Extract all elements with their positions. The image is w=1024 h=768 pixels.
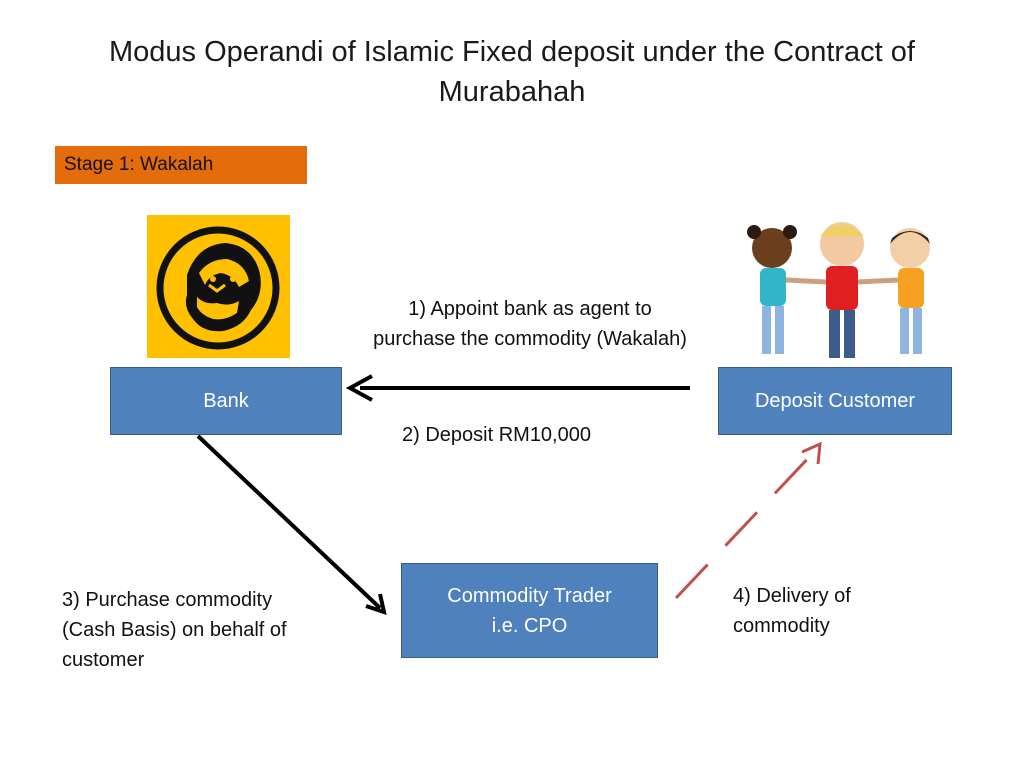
step-deposit-label: 2) Deposit RM10,000 [402, 424, 591, 446]
step-purchase-label: 3) Purchase commodity (Cash Basis) on be… [62, 589, 287, 671]
trader-detail: i.e. CPO [491, 614, 568, 637]
bank-node: Bank [110, 367, 342, 435]
deposit-customer-node: Deposit Customer [718, 367, 952, 435]
step-appoint-label: 1) Appoint bank as agent to purchase the… [373, 298, 687, 350]
commodity-trader-node: Commodity Trader i.e. CPO [401, 563, 658, 658]
arrow-bank-to-trader [196, 434, 387, 616]
children-group-icon [747, 222, 930, 358]
page-title: Modus Operandi of Islamic Fixed deposit … [109, 36, 915, 108]
trader-name: Commodity Trader [447, 584, 612, 607]
arrow-customer-to-bank [345, 374, 690, 402]
arrow-trader-to-customer [674, 441, 822, 600]
tiger-logo-icon [147, 215, 290, 358]
stage-label: Stage 1: Wakalah [55, 146, 307, 184]
step-delivery-label: 4) Delivery of commodity [733, 585, 851, 637]
